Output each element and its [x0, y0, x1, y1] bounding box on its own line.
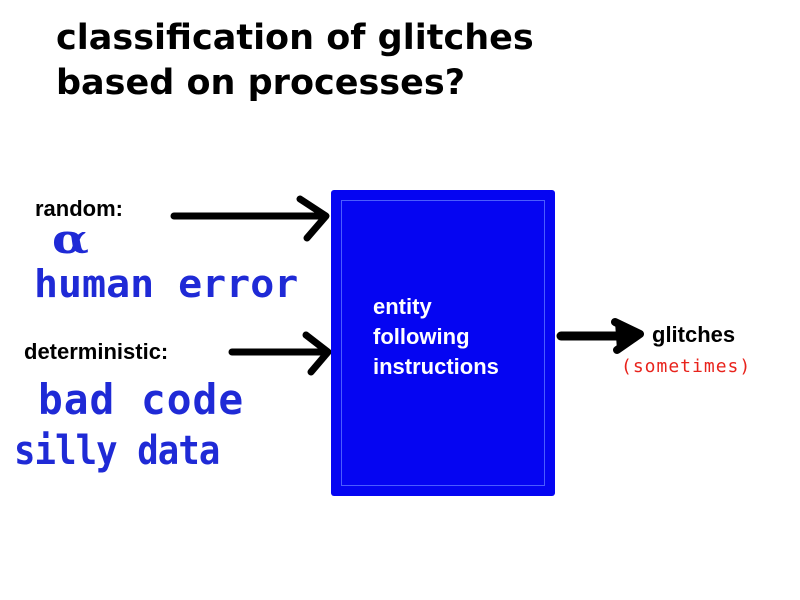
- alpha-note: α: [52, 216, 89, 263]
- human-error-note: human error: [34, 262, 299, 306]
- glitches-label: glitches: [652, 322, 736, 347]
- entity-box-border: [341, 200, 545, 486]
- silly-data-note: silly data: [14, 428, 220, 474]
- random-label: random:: [35, 196, 123, 221]
- diagram-title: classification of glitches based on proc…: [56, 16, 534, 106]
- output-arrow: [556, 318, 644, 354]
- entity-box: entity following instructions: [331, 190, 555, 496]
- deterministic-label: deterministic:: [24, 339, 169, 364]
- entity-line-1: entity: [373, 294, 432, 319]
- title-line-1: classification of glitches: [56, 18, 534, 58]
- entity-line-3: instructions: [373, 354, 499, 379]
- bad-code-note: bad code: [38, 375, 245, 424]
- entity-text: entity following instructions: [373, 292, 499, 382]
- random-arrow: [170, 195, 330, 242]
- sometimes-note: (sometimes): [621, 356, 752, 377]
- title-line-2: based on processes?: [56, 63, 466, 103]
- deterministic-arrow: [228, 331, 332, 376]
- entity-line-2: following: [373, 324, 470, 349]
